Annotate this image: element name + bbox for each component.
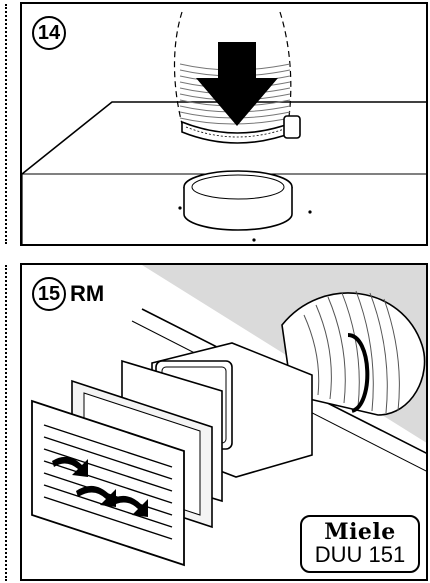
step-14-label: 14 (32, 16, 66, 50)
model-number: DUU 151 (314, 542, 406, 567)
margin-line-bottom (5, 265, 7, 581)
swivel-arrows-icon (52, 456, 148, 517)
down-arrow-icon (196, 42, 278, 126)
step-15-panel: 15 RM Miele DUU 151 (20, 263, 428, 581)
flex-hose (281, 292, 426, 416)
step-15-suffix: RM (70, 281, 105, 306)
step-15-number: 15 (32, 277, 66, 311)
step-15-label: 15 RM (32, 277, 104, 311)
step-14-number: 14 (32, 16, 66, 50)
grille (31, 399, 185, 567)
step-14-illustration (22, 11, 426, 244)
brand-logo: Miele (324, 519, 396, 545)
margin-line-top (5, 4, 7, 244)
step-15-illustration (31, 265, 426, 567)
brand-box: Miele DUU 151 (300, 515, 420, 573)
step-14-panel: 14 (20, 2, 428, 246)
